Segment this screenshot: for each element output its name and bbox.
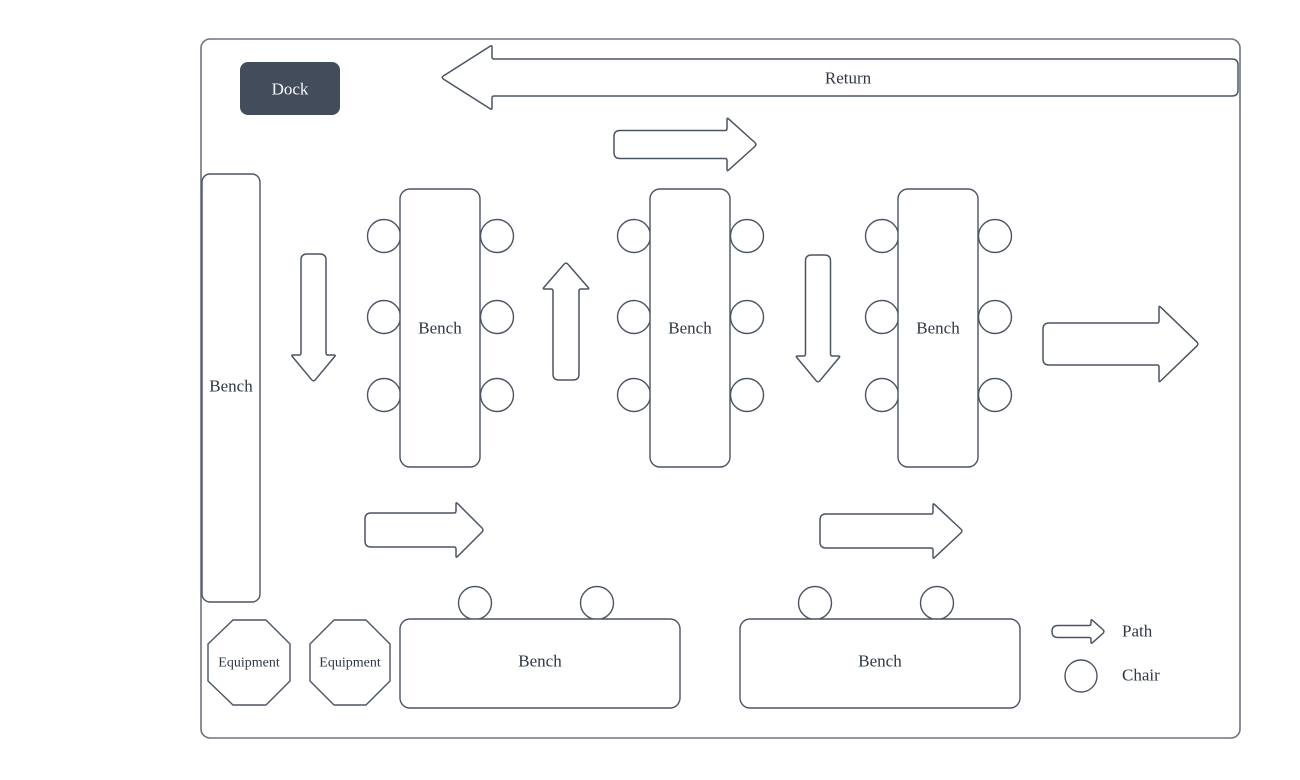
chair [729, 299, 765, 335]
chair [977, 377, 1013, 413]
chair [977, 218, 1013, 254]
chair [366, 299, 402, 335]
aisle-down-arrow-2 [795, 254, 841, 383]
chair [366, 218, 402, 254]
legend-path-label: Path [1122, 622, 1153, 641]
legend: Path Chair [1051, 619, 1160, 693]
bottom-path-arrow-2 [819, 503, 963, 559]
bench-row-2-shape [649, 188, 731, 468]
equipment-1-shape [207, 619, 291, 706]
entry-right-arrow [613, 117, 757, 172]
bench-row-3: Bench [897, 188, 979, 468]
room-outline [200, 38, 1241, 739]
bench-row-2-label: Bench [668, 319, 712, 338]
chair [479, 377, 515, 413]
bench-bottom-2-shape [739, 618, 1021, 709]
bench-bottom-1-label: Bench [518, 652, 562, 671]
bench-left-label: Bench [209, 377, 253, 396]
equipment-2-shape [309, 619, 391, 706]
chair [579, 585, 615, 621]
chair [616, 377, 652, 413]
chair [729, 377, 765, 413]
chair [616, 299, 652, 335]
bench-left-shape [201, 173, 261, 603]
chair [864, 299, 900, 335]
equipment-2-label: Equipment [319, 656, 381, 671]
chair [919, 585, 955, 621]
bottom-path-arrow-1 [364, 502, 484, 558]
chair [457, 585, 493, 621]
equipment-1-label: Equipment [218, 656, 280, 671]
chairs-group [366, 218, 1013, 621]
bench-bottom-2: Bench [739, 618, 1021, 709]
chair [479, 299, 515, 335]
bench-row-3-label: Bench [916, 319, 960, 338]
chair [797, 585, 833, 621]
return-arrow [441, 44, 1239, 111]
dock: Dock [240, 62, 340, 115]
equipment-2: Equipment [309, 619, 391, 706]
aisle-up-arrow [542, 262, 590, 381]
chair [366, 377, 402, 413]
legend-path-arrow [1051, 619, 1105, 644]
bench-row-1-shape [399, 188, 481, 468]
bench-row-2: Bench [649, 188, 731, 468]
dock-label: Dock [272, 80, 309, 99]
flow-arrows [291, 44, 1239, 559]
chair [729, 218, 765, 254]
bench-left: Bench [201, 173, 261, 603]
chair [864, 377, 900, 413]
chair [977, 299, 1013, 335]
return-arrow-label: Return [825, 69, 872, 88]
bench-row-1-label: Bench [418, 319, 462, 338]
bench-bottom-2-label: Bench [858, 652, 902, 671]
chair [479, 218, 515, 254]
dock-shape [240, 62, 340, 115]
chair [616, 218, 652, 254]
exit-right-arrow [1042, 305, 1199, 383]
bench-bottom-1-shape [399, 618, 681, 709]
bench-bottom-1: Bench [399, 618, 681, 709]
bench-row-1: Bench [399, 188, 481, 468]
aisle-down-arrow-1 [291, 253, 336, 382]
bench-row-3-shape [897, 188, 979, 468]
legend-chair-icon [1064, 659, 1098, 693]
chair [864, 218, 900, 254]
legend-chair-label: Chair [1122, 666, 1160, 685]
equipment-1: Equipment [207, 619, 291, 706]
